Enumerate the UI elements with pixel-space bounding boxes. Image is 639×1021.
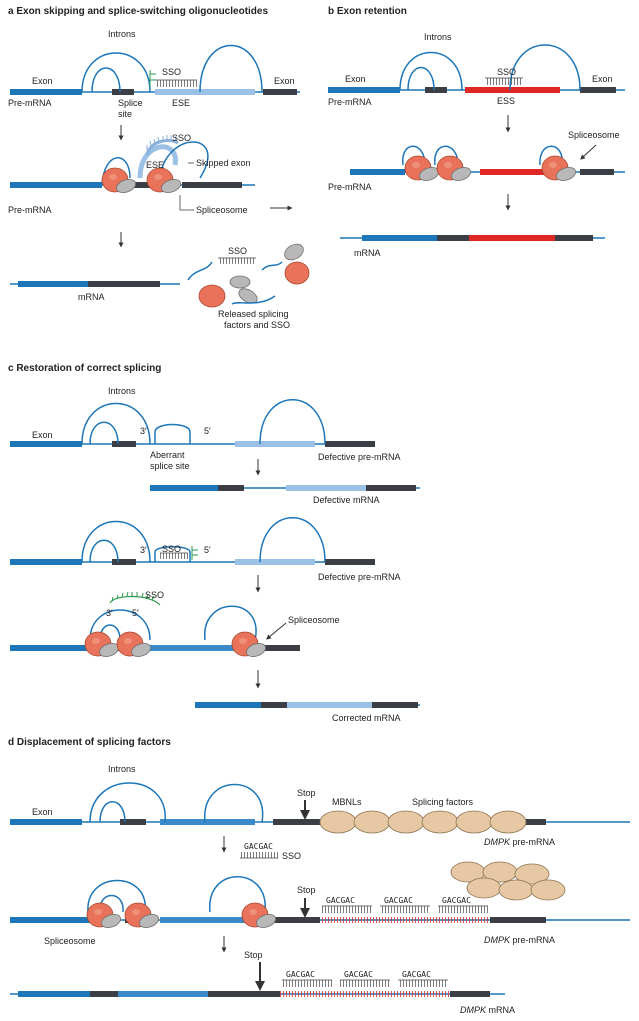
panel-c-introns-label: Introns [108, 386, 136, 396]
panel-a-sso2-label: SSO [172, 133, 191, 143]
panel-d-premrna [10, 782, 630, 834]
panel-d-mbnls-label: MBNLs [332, 797, 362, 807]
panel-d-introns-label: Introns [108, 764, 136, 774]
panel-b-exon-left: Exon [345, 74, 366, 84]
panel-c-defective-mrna [150, 485, 420, 491]
panel-d-title: d Displacement of splicing factors [8, 737, 171, 748]
panel-b: b Exon retention Introns Exon Exon SSO E… [328, 6, 625, 258]
panel-d-stop3-label: Stop [244, 950, 263, 960]
panel-d-mrna-label: DMPK mRNA [460, 1005, 515, 1015]
panel-d-stop-label: Stop [297, 788, 316, 798]
panel-c-3prime-3: 3′ [106, 608, 113, 618]
panel-b-premrna [328, 44, 625, 93]
panel-c-corrected-mrna [195, 702, 420, 708]
panel-d-exon-label: Exon [32, 807, 53, 817]
panel-b-premrna-label: Pre-mRNA [328, 97, 372, 107]
panel-c-aberrant-2: splice site [150, 461, 190, 471]
panel-a-splice-label-2: site [118, 109, 132, 119]
panel-c-5prime-2: 5′ [204, 545, 211, 555]
panel-d-premrna2-label: DMPK pre-mRNA [484, 935, 555, 945]
panel-d-spliceosome-label: Spliceosome [44, 936, 96, 946]
panel-d-sso-comb [240, 852, 278, 858]
panel-b-premrna2-label: Pre-mRNA [328, 182, 372, 192]
panel-b-exon-right: Exon [592, 74, 613, 84]
panel-d-sso-label: SSO [282, 851, 301, 861]
panel-b-introns-label: Introns [424, 32, 452, 42]
panel-a-premrna [10, 44, 300, 95]
panel-a-mrna-label: mRNA [78, 292, 105, 302]
panel-b-title: b Exon retention [328, 6, 407, 17]
panel-c-3prime: 3′ [140, 426, 147, 436]
panel-b-ess-label: ESS [497, 96, 515, 106]
panel-c-exon-label: Exon [32, 430, 53, 440]
panel-a-exon-right: Exon [274, 76, 295, 86]
panel-d-gac-4: GACGAC [286, 970, 315, 979]
panel-b-mrna-label: mRNA [354, 248, 381, 258]
panel-a-splice-label-1: Splice [118, 98, 143, 108]
panel-b-mrna [340, 235, 605, 241]
panel-c-sso-label: SSO [162, 544, 181, 554]
panel-d-premrna-label: DMPK pre-mRNA [484, 837, 555, 847]
panel-a-skipped-exon-label: Skipped exon [196, 158, 251, 168]
panel-a-mrna [10, 281, 180, 287]
panel-c-spliceosome-label: Spliceosome [288, 615, 340, 625]
panel-d: d Displacement of splicing factors Intro… [8, 737, 630, 1015]
panel-a-released-factors [187, 243, 310, 308]
panel-b-spliceosome-row [350, 144, 625, 183]
panel-a-introns-label: Introns [108, 29, 136, 39]
panel-a-premrna-label: Pre-mRNA [8, 98, 52, 108]
panel-c: c Restoration of correct splicing Intron… [8, 363, 420, 723]
panel-d-gac-1: GACGAC [326, 896, 355, 905]
panel-d-gac-5: GACGAC [344, 970, 373, 979]
panel-c-defective-premrna [10, 399, 375, 447]
panel-a-sso-label: SSO [162, 67, 181, 77]
panel-b-spliceosome-label: Spliceosome [568, 130, 620, 140]
panel-c-spliceosome-row [10, 591, 300, 659]
panel-c-sso-premrna [10, 517, 375, 565]
panel-d-gac-3: GACGAC [442, 896, 471, 905]
panel-c-3prime-2: 3′ [140, 545, 147, 555]
panel-a: a Exon skipping and splice-switching oli… [8, 6, 310, 330]
panel-a-ese2-label: ESE [146, 160, 164, 170]
panel-d-splicing-factors-label: Splicing factors [412, 797, 474, 807]
panel-a-title: a Exon skipping and splice-switching oli… [8, 6, 268, 17]
panel-c-5prime-3: 5′ [132, 608, 139, 618]
panel-a-exon-left: Exon [32, 76, 53, 86]
panel-d-mrna [10, 962, 505, 997]
panel-d-gac-2: GACGAC [384, 896, 413, 905]
panel-b-sso-label: SSO [497, 67, 516, 77]
panel-d-gacgac-label: GACGAC [244, 842, 273, 851]
panel-a-released-1: Released splicing [218, 309, 289, 319]
panel-c-defective-pre-label: Defective pre-mRNA [318, 452, 401, 462]
panel-a-premrna2-label: Pre-mRNA [8, 205, 52, 215]
panel-a-ese-label: ESE [172, 98, 190, 108]
panel-c-title: c Restoration of correct splicing [8, 363, 161, 374]
panel-a-sso3-label: SSO [228, 246, 247, 256]
panel-c-defective-mrna-label: Defective mRNA [313, 495, 380, 505]
panel-a-released-2: factors and SSO [224, 320, 290, 330]
panel-c-defective-pre2-label: Defective pre-mRNA [318, 572, 401, 582]
panel-c-corrected-label: Corrected mRNA [332, 713, 401, 723]
panel-c-sso2-label: SSO [145, 590, 164, 600]
panel-a-spliceosome-row [10, 135, 255, 211]
panel-d-stop2-label: Stop [297, 885, 316, 895]
panel-c-aberrant-1: Aberrant [150, 450, 185, 460]
panel-a-spliceosome-label: Spliceosome [196, 205, 248, 215]
panel-c-5prime: 5′ [204, 426, 211, 436]
panel-d-bound-premrna [10, 861, 630, 930]
panel-d-gac-6: GACGAC [402, 970, 431, 979]
